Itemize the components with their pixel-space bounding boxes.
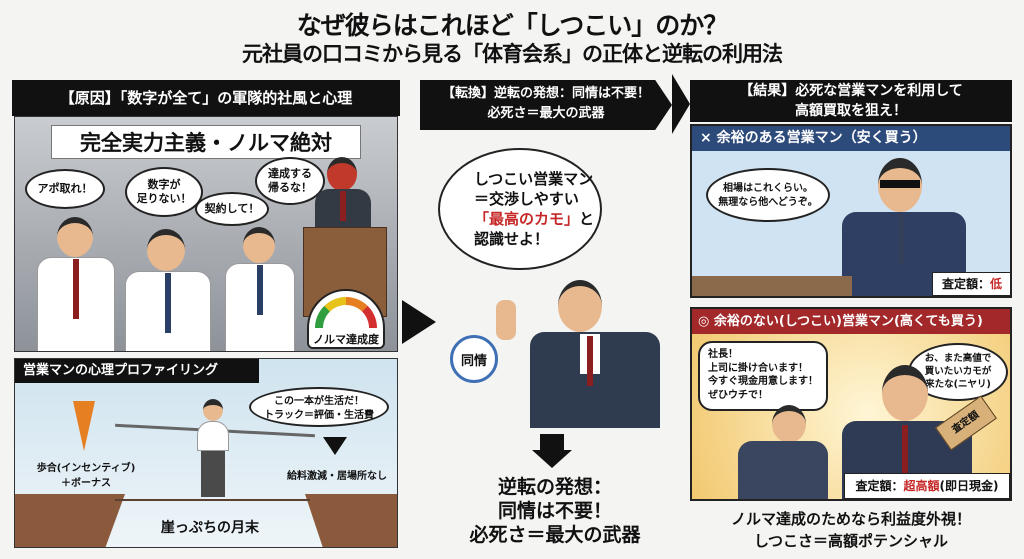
- profile-panel: 営業マンの心理プロファイリング この一本が生活だ！ トラック＝評価・生活費 歩合…: [14, 358, 398, 548]
- price-label: 査定額：: [855, 479, 904, 493]
- relaxed-bubble: 相場はこれくらい。 無理なら他へどうぞ。: [706, 168, 830, 222]
- penalty-label: 給料激減・居場所なし: [287, 471, 387, 482]
- price-label: 査定額：: [941, 277, 990, 291]
- speech-bubble: 達成する 帰るな！: [255, 157, 325, 205]
- insight-highlight: 「最高のカモ」: [474, 210, 580, 228]
- result-conclusion-2: しつこさ＝高額ポテンシャル: [753, 532, 949, 550]
- down-arrow-head: [532, 450, 572, 468]
- insight-line: 認識せよ！: [474, 230, 550, 249]
- tightrope: [115, 499, 310, 501]
- desperate-salesman-panel: ◎ 余裕のない(しつこい)営業マン(高くても買う) 社長！ 上司に掛け合います！…: [690, 307, 1012, 501]
- carrot-icon: [73, 401, 95, 451]
- quota-banner: 完全実力主義・ノルマ絶対: [51, 125, 361, 159]
- price-suffix: (即日現金): [939, 479, 999, 493]
- right-arrow-icon: [402, 300, 436, 344]
- gauge-label: ノルマ達成度: [309, 331, 383, 347]
- cliff-left: [15, 494, 125, 547]
- incentive-label: 歩合(インセンティブ) ＋ボーナス: [36, 463, 136, 489]
- down-arrow-icon: [323, 437, 347, 455]
- speech-bubble: アポ取れ！: [25, 169, 105, 209]
- price-high-label: 査定額：超高額(即日現金): [844, 473, 1010, 499]
- price-value: 超高額: [903, 479, 940, 493]
- quota-gauge: ノルマ達成度: [307, 289, 385, 349]
- banner-arrow-icon: [672, 74, 690, 134]
- office-scene: 完全実力主義・ノルマ絶対 アポ取れ！ 数字が 足りない！ 契約して！ 達成する …: [14, 116, 398, 352]
- subtitle: 元社員の口コミから見る「体育会系」の正体と逆転の利用法: [242, 42, 783, 66]
- key-insight-bubble: しつこい営業マン ＝交渉しやすい 「最高のカモ」と 認識せよ！: [438, 148, 602, 270]
- middle-conclusion: 逆転の発想： 同情は不要！ 必死さ＝最大の武器: [469, 476, 641, 546]
- turning-point-banner: 【転換】逆転の発想：同情は不要！ 必死さ＝最大の武器: [420, 80, 672, 130]
- desk: [692, 276, 852, 296]
- thought-bubble: この一本が生活だ！ トラック＝評価・生活費: [249, 387, 389, 427]
- down-arrow-icon: [540, 434, 564, 450]
- insight-line: しつこい営業マン: [474, 169, 594, 188]
- result-conclusion-1: ノルマ達成のためなら利益度外視！: [730, 510, 971, 528]
- cliff-right: [305, 494, 397, 547]
- profile-header: 営業マンの心理プロファイリング: [15, 359, 259, 383]
- month-end-label: 崖っぷちの月末: [160, 520, 260, 536]
- price-value: 低: [990, 277, 1003, 291]
- insight-line: と: [579, 210, 595, 228]
- panel1-header: × 余裕のある営業マン（安く買う）: [692, 126, 1010, 151]
- insight-line: ＝交渉しやすい: [474, 189, 579, 208]
- cause-header: 【原因】「数字が全て」の軍隊的社風と心理: [12, 80, 400, 116]
- relaxed-salesman-panel: × 余裕のある営業マン（安く買う） 相場はこれくらい。 無理なら他へどうぞ。 査…: [690, 124, 1012, 298]
- main-title: なぜ彼らはこれほど「しつこい」のか？: [296, 11, 729, 40]
- sympathy-badge: 同情: [450, 335, 498, 383]
- panel2-header: ◎ 余裕のない(しつこい)営業マン(高くても買う): [692, 309, 1010, 334]
- stop-hand: [496, 300, 516, 340]
- speech-bubble: 契約して！: [195, 192, 269, 226]
- desperate-bubble: 社長！ 上司に掛け合います！ 今すぐ現金用意します！ ぜひウチで！: [698, 341, 828, 411]
- result-header: 【結果】必死な営業マンを利用して 高額買取を狙え！: [690, 80, 1012, 122]
- speech-bubble: 数字が 足りない！: [125, 167, 203, 217]
- price-low-label: 査定額：低: [932, 272, 1010, 296]
- sunglasses-icon: [880, 180, 920, 188]
